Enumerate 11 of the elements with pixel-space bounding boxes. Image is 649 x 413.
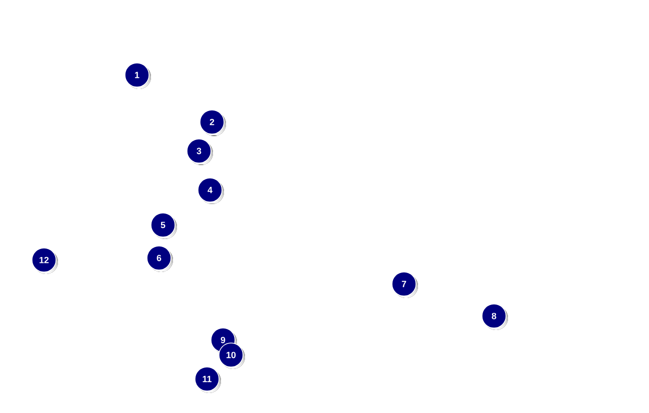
callout-number: 3 <box>186 138 213 165</box>
callout-number: 7 <box>392 272 418 298</box>
callout-number: 10 <box>218 342 245 369</box>
callout-number: 8 <box>482 304 508 330</box>
callout-number: 6 <box>146 246 173 272</box>
callout-number: 1 <box>124 62 151 89</box>
callout-number: 11 <box>194 366 221 393</box>
callout-number: 12 <box>32 248 58 274</box>
callout-number: 5 <box>150 212 177 239</box>
callout-number: 4 <box>198 178 224 204</box>
callout-number: 2 <box>200 110 226 136</box>
